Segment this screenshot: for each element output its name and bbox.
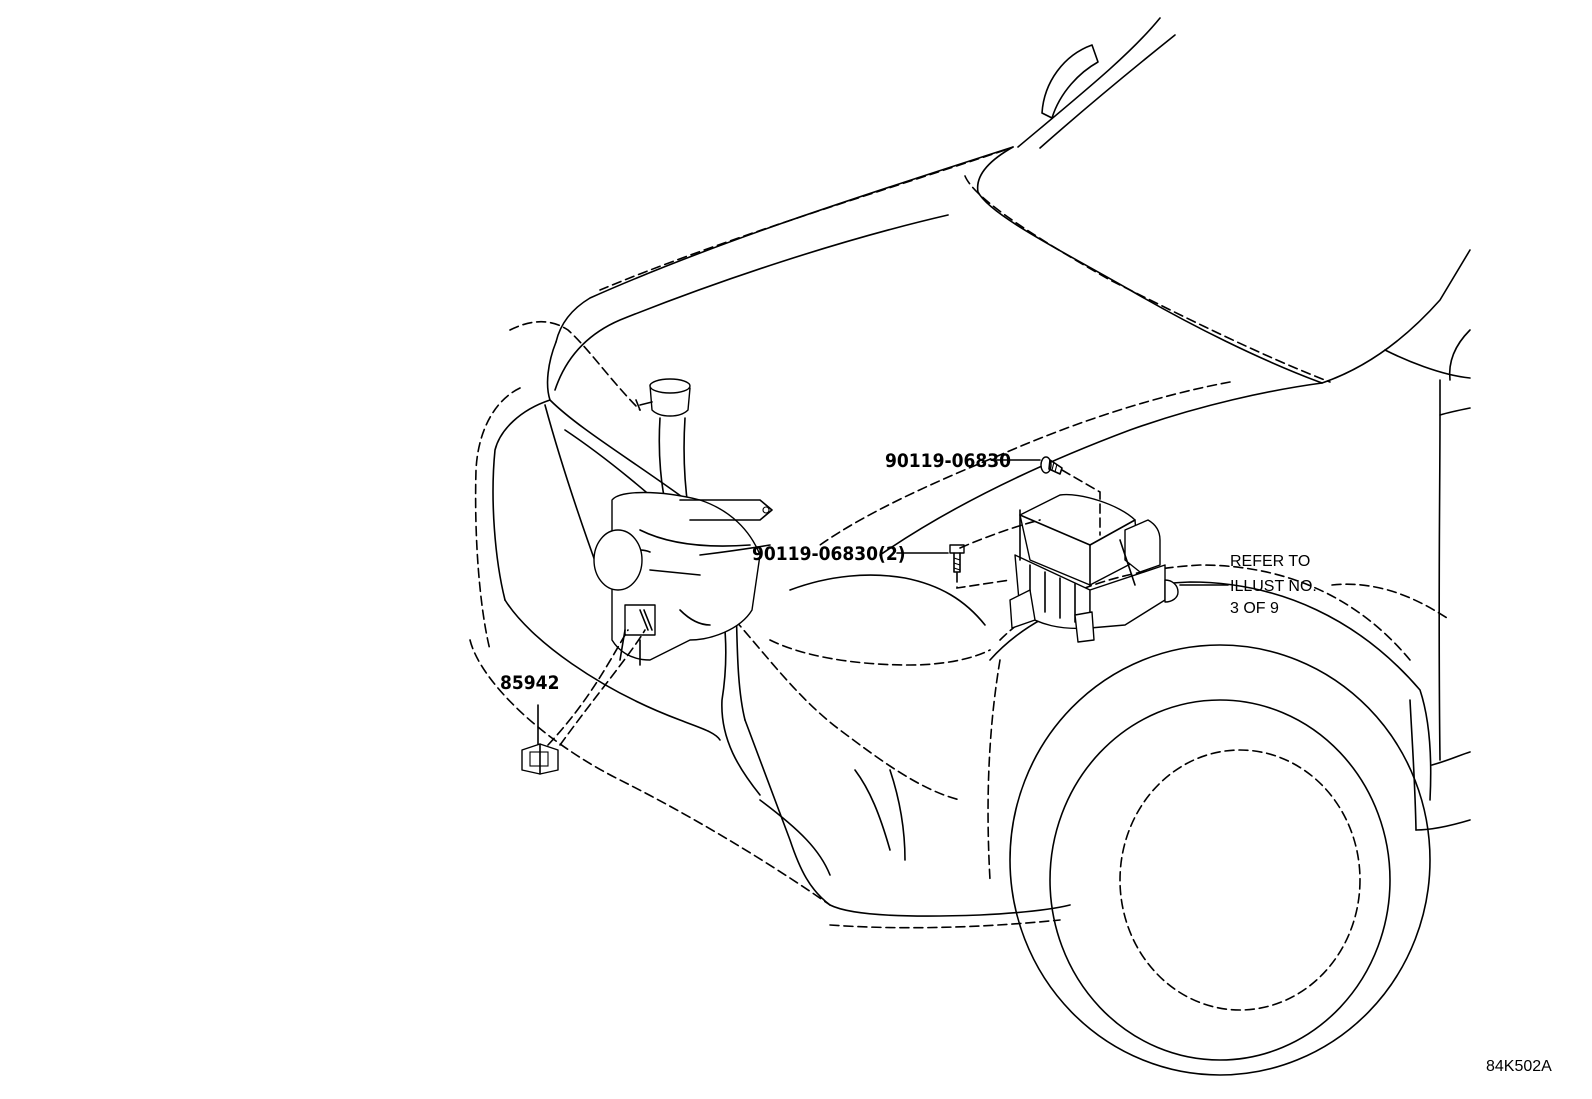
reference-note-line2: ILLUST NO. bbox=[1230, 578, 1317, 595]
bolt-lower-part bbox=[949, 544, 965, 573]
callout-bolt-upper: 90119-06830 bbox=[885, 450, 1011, 472]
reference-note-line1: REFER TO bbox=[1230, 553, 1310, 570]
relay-block-assembly bbox=[1009, 493, 1179, 643]
bracket-85942-part bbox=[521, 743, 559, 775]
callout-bolt-lower: 90119-06830(2) bbox=[752, 543, 906, 565]
reference-note: REFER TO ILLUST NO. 3 OF 9 bbox=[1230, 553, 1317, 617]
illustration-code: 84K502A bbox=[1486, 1058, 1552, 1075]
leader-lines bbox=[537, 459, 1451, 746]
callout-bracket: 85942 bbox=[500, 672, 559, 694]
vehicle-body-outline bbox=[469, 17, 1471, 929]
reference-note-line3: 3 OF 9 bbox=[1230, 600, 1279, 617]
bolt-upper-part bbox=[1040, 456, 1063, 475]
front-wheel bbox=[1009, 644, 1431, 1076]
washer-tank-assembly bbox=[593, 378, 773, 666]
